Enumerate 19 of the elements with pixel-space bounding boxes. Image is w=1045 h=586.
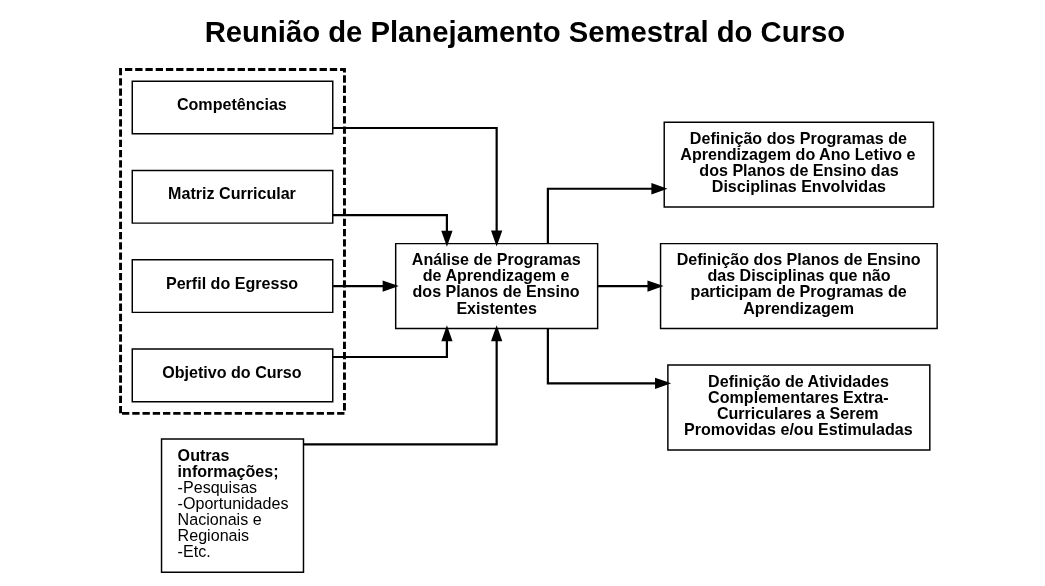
arrow	[332, 280, 399, 292]
arrow	[546, 183, 667, 244]
node-box: Competências	[131, 80, 333, 135]
node-box: Objetivo do Curso	[131, 348, 333, 403]
cluster	[118, 68, 346, 415]
node-box: Análise de Programas de Aprendizagem e dos Planos de Ensino Existentes	[394, 242, 598, 330]
diagram-title: Reunião de Planejamento Semestral do Curso	[204, 15, 845, 48]
arrow	[597, 280, 664, 292]
arrow	[332, 325, 453, 359]
node-box: Definição dos Programas de Aprendizagem do Ano Letivo e dos Planos de Ensino das Disciplinas Envolvidas	[663, 121, 934, 208]
arrow	[546, 329, 671, 389]
arrow	[332, 213, 453, 247]
node-box: Matriz Curricular	[131, 169, 333, 224]
arrow	[332, 126, 502, 247]
node-box: Perfil do Egresso	[131, 258, 333, 314]
node-box: Definição dos Planos de Ensino das Disciplinas que não participam de Programas de Aprendizagem	[659, 242, 938, 330]
node-box: Outras informações; -Pesquisas -Oportunidades Nacionais e Regionais -Etc.	[160, 438, 304, 573]
arrow	[303, 325, 502, 446]
node-box: Definição de Atividades Complementares Extra-Curriculares a Serem Promovidas e/ou Estimuladas	[666, 364, 931, 451]
